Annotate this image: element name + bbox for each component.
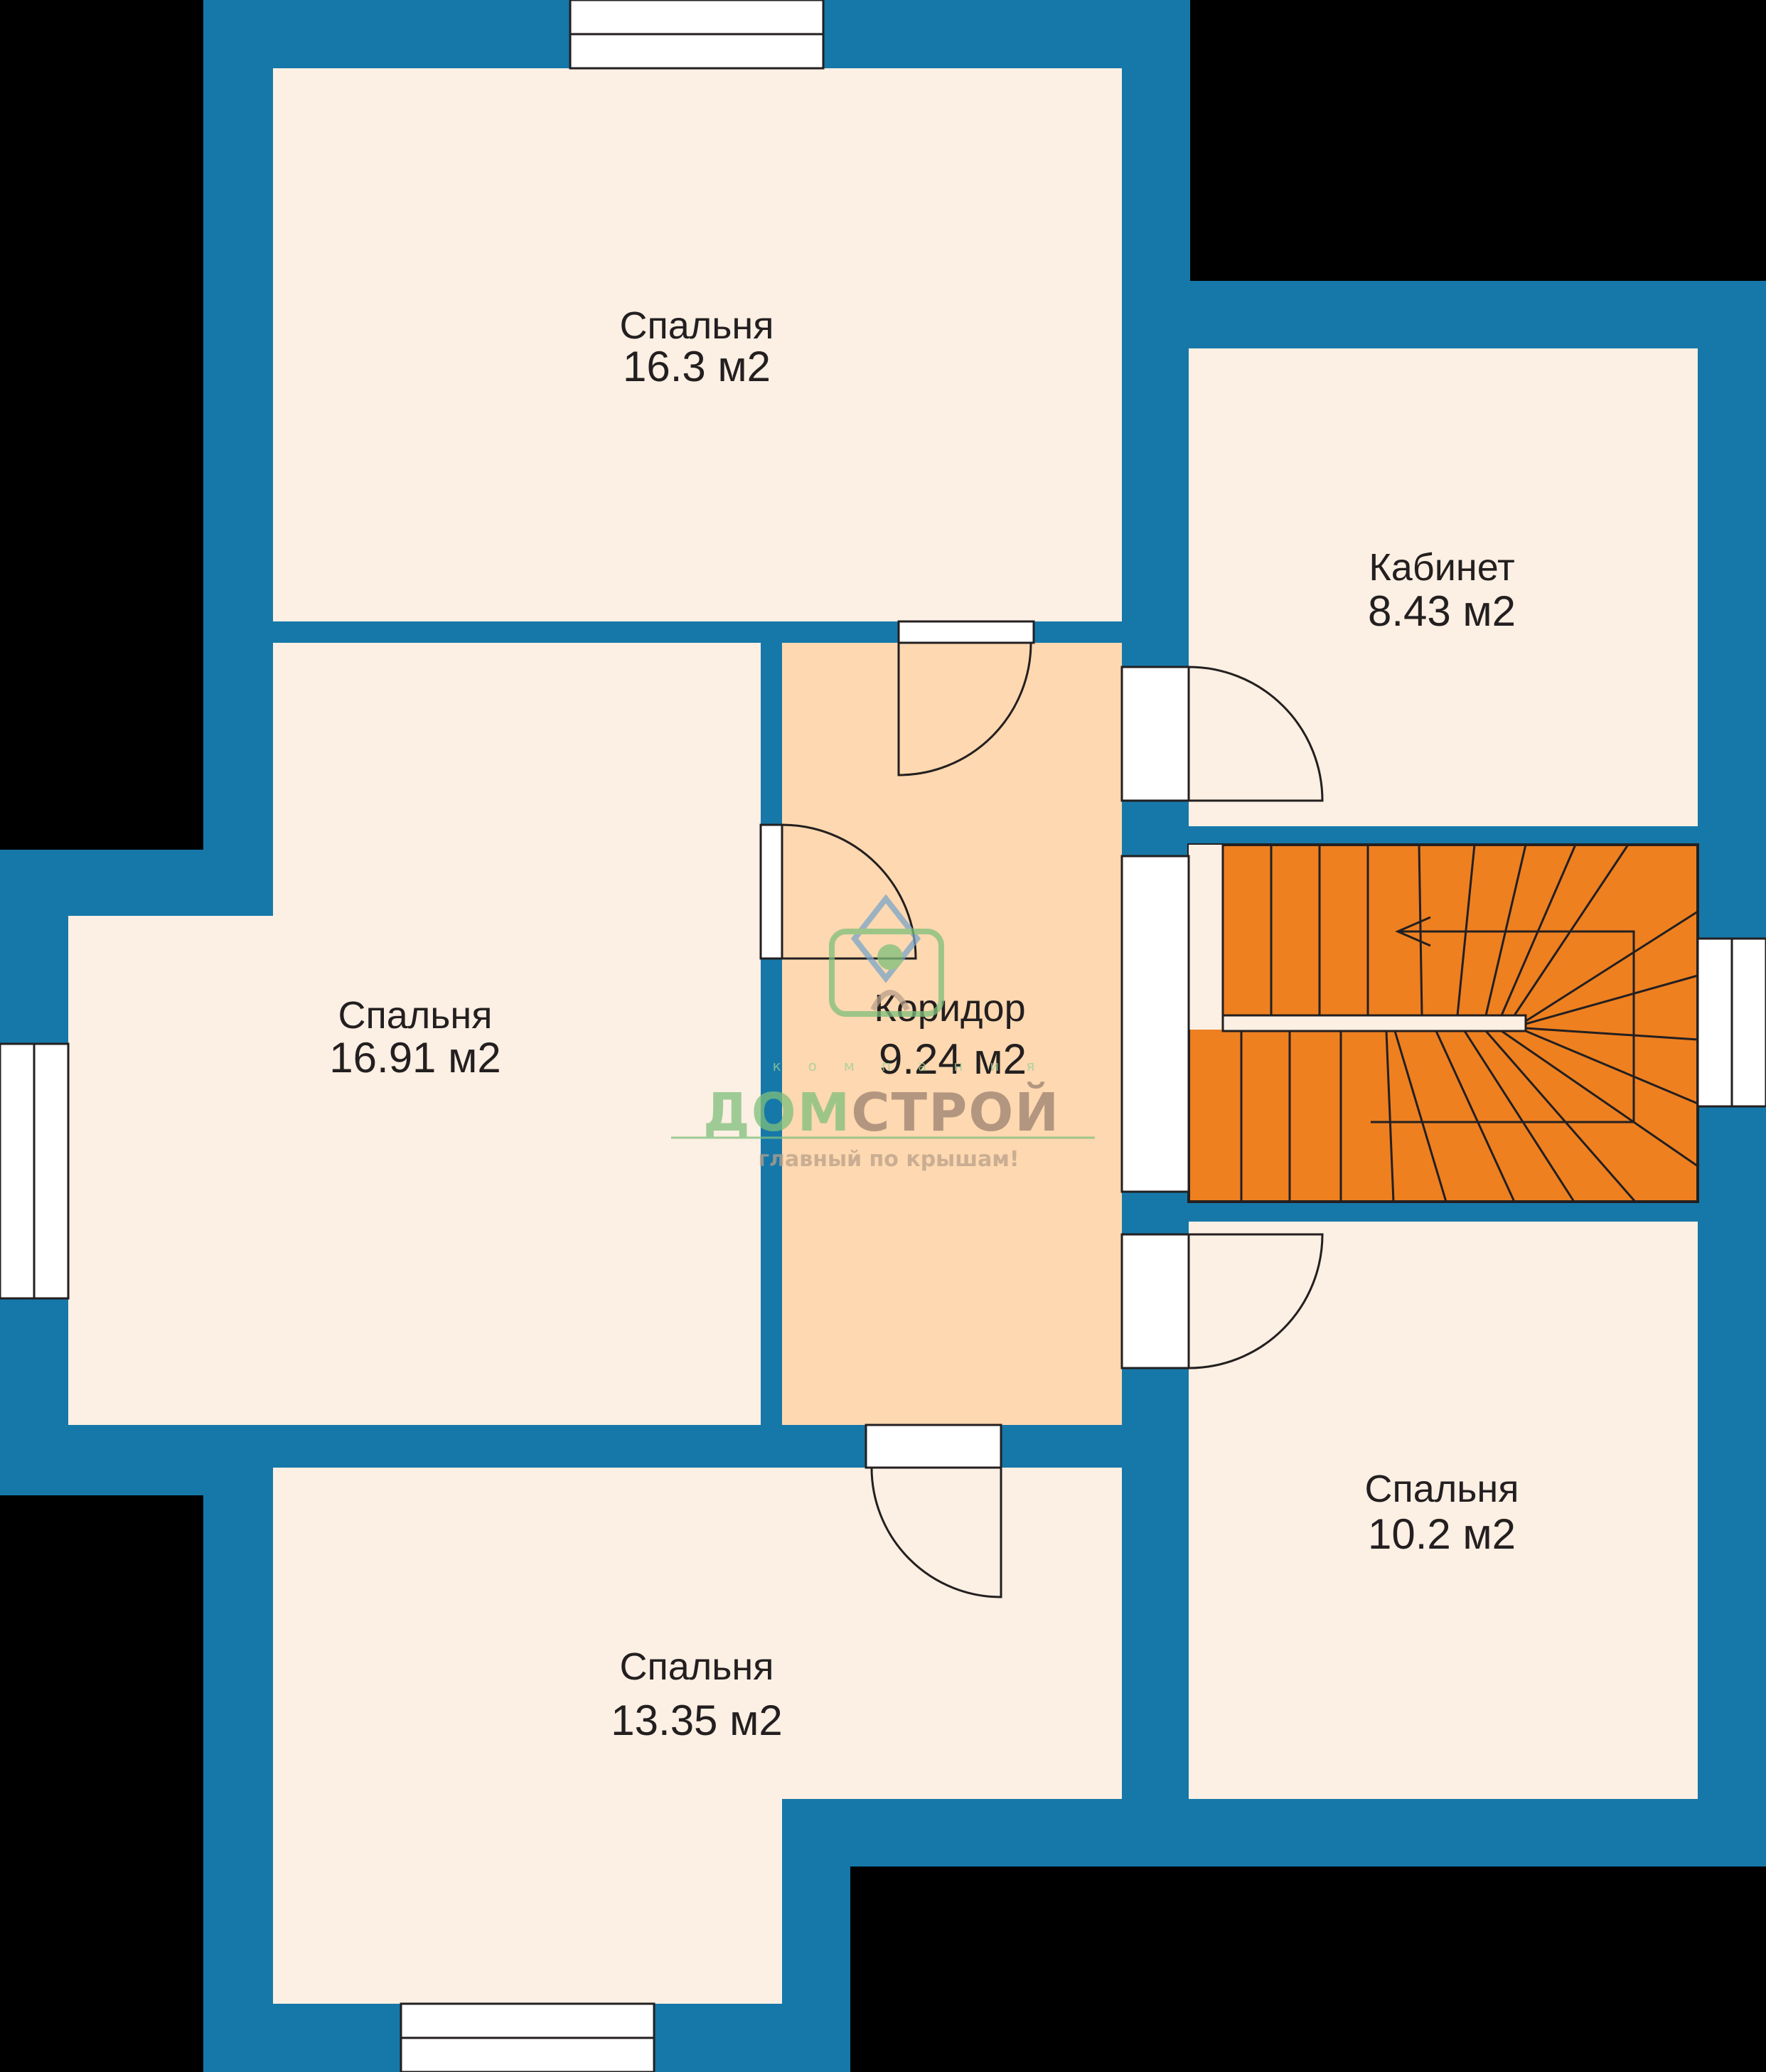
staircase <box>1187 843 1699 1203</box>
window-south <box>400 2002 655 2072</box>
watermark-brand-right: СТРОЙ <box>851 1081 1060 1143</box>
room-area: 16.91 м2 <box>329 1034 501 1082</box>
room-area: 16.3 м2 <box>623 343 771 390</box>
room-label-study: Кабинет 8.43 м2 <box>1368 546 1516 635</box>
room-bedroom-north <box>273 68 1122 621</box>
window-north <box>569 0 825 70</box>
window-east <box>1696 937 1766 1108</box>
door-opening-corridor-north <box>897 620 1035 644</box>
room-bedroom-south <box>273 1468 1122 2004</box>
room-area: 10.2 м2 <box>1368 1510 1516 1558</box>
room-label-bedroom-north: Спальня 16.3 м2 <box>620 304 774 390</box>
watermark-brand-left: ДОМ <box>703 1082 851 1143</box>
room-label-bedroom-west: Спальня 16.91 м2 <box>329 994 501 1082</box>
exterior-notch <box>850 1867 1766 2072</box>
door-opening-bedroom-west <box>759 823 783 960</box>
watermark-logo: компания ДОМСТРОЙ главный по крышам! <box>671 894 1095 1172</box>
room-study <box>1189 348 1698 826</box>
room-area: 13.35 м2 <box>611 1697 782 1744</box>
house-logo-icon <box>829 894 944 1017</box>
door-opening-study <box>1120 666 1190 802</box>
watermark-company: компания <box>773 1057 1062 1074</box>
room-area: 9.24 м2 <box>879 1035 1027 1083</box>
doors <box>759 620 1190 1469</box>
room-name: Спальня <box>338 994 493 1037</box>
room-corridor <box>782 643 1122 1425</box>
door-opening-stairs <box>1120 855 1190 1193</box>
watermark-brand: ДОМСТРОЙ <box>703 1081 1060 1143</box>
room-name: Кабинет <box>1369 546 1514 589</box>
door-opening-bedroom-east <box>1120 1233 1190 1369</box>
room-name: Спальня <box>620 304 774 347</box>
room-label-bedroom-south: Спальня 13.35 м2 <box>611 1645 782 1744</box>
room-bedroom-west <box>68 643 761 1425</box>
room-bedroom-east <box>1189 1222 1698 1799</box>
room-area: 8.43 м2 <box>1368 587 1516 635</box>
room-name: Спальня <box>1365 1468 1519 1510</box>
window-west <box>0 1042 70 1300</box>
watermark-slogan: главный по крышам! <box>758 1147 1019 1172</box>
room-name: Спальня <box>620 1645 774 1688</box>
room-label-corridor: Коридор 9.24 м2 <box>874 987 1027 1083</box>
room-label-bedroom-east: Спальня 10.2 м2 <box>1365 1468 1519 1558</box>
door-opening-bedroom-south <box>865 1424 1002 1469</box>
